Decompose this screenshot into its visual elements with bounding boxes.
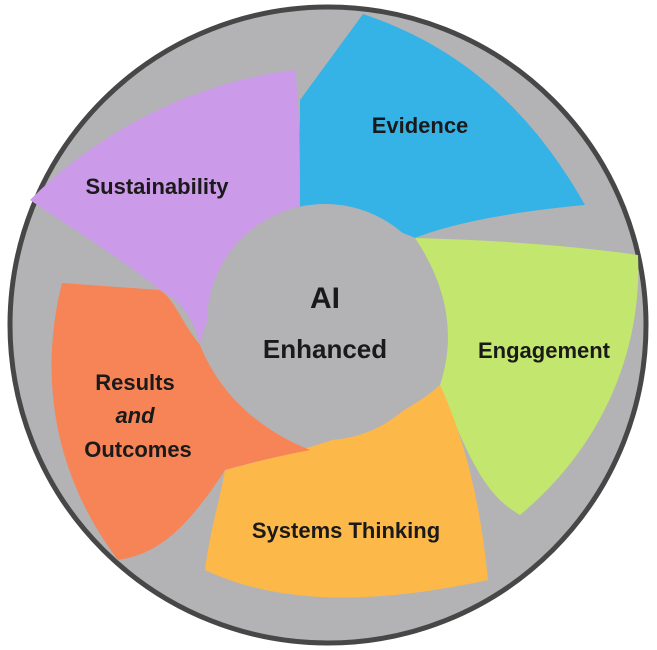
center-label-line1: AI xyxy=(310,282,340,315)
segment-sustainability xyxy=(30,70,300,345)
label-results: Results xyxy=(95,370,174,395)
segment-systems-thinking xyxy=(205,385,488,598)
segment-evidence xyxy=(275,14,585,238)
label-and: and xyxy=(115,403,155,428)
label-sustainability: Sustainability xyxy=(85,174,229,199)
label-systems-thinking: Systems Thinking xyxy=(252,518,440,543)
center-label-line2: Enhanced xyxy=(263,334,387,364)
label-outcomes: Outcomes xyxy=(84,437,192,462)
center-circle xyxy=(207,204,443,440)
segment-engagement xyxy=(415,238,639,515)
label-evidence: Evidence xyxy=(372,113,469,138)
label-engagement: Engagement xyxy=(478,338,611,363)
segment-results-outcomes xyxy=(51,283,310,560)
